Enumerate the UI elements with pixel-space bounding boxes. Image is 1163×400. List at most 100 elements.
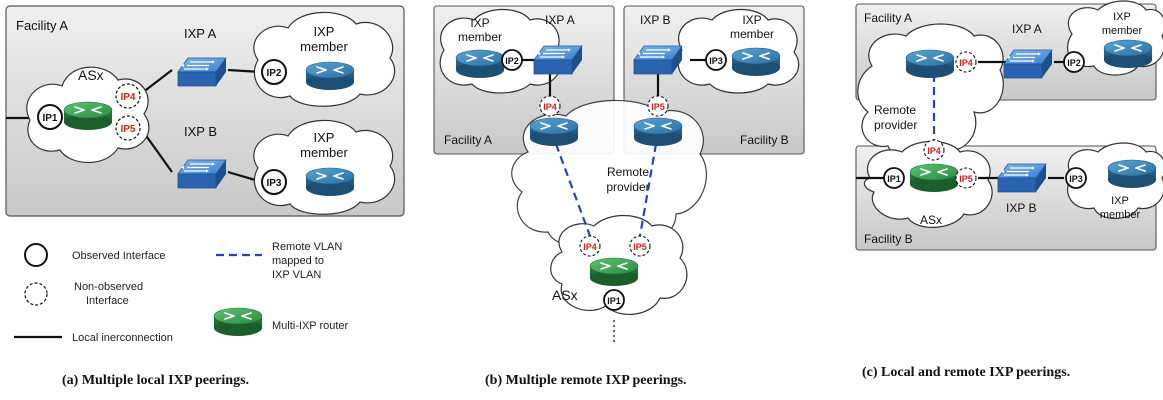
svg-text:IP5: IP5 <box>959 174 973 184</box>
ixp-member-label: member <box>300 39 348 54</box>
ixp-member-label: member <box>1102 25 1143 37</box>
ixp-member-cloud-icon <box>253 119 396 215</box>
non-observed-interface: IP4 <box>579 235 601 257</box>
ixp-member-label: IXP <box>1113 11 1131 23</box>
svg-text:IP2: IP2 <box>266 68 281 79</box>
ixp-member-label: member <box>300 145 348 160</box>
legend-remote-vlan: mapped to <box>272 255 324 267</box>
provider-label: provider <box>874 118 917 132</box>
ixp-member-label: member <box>730 27 774 41</box>
remote-label: Remote <box>874 103 916 117</box>
ixp-switch-icon <box>633 45 683 75</box>
caption-a: (a) Multiple local IXP peerings. <box>62 373 250 388</box>
ixp-member-label: member <box>1100 209 1141 221</box>
svg-text:IP3: IP3 <box>1069 174 1083 184</box>
ixp-a-label: IXP A <box>184 26 217 41</box>
observed-interface: IP1 <box>603 289 625 311</box>
svg-text:IP4: IP4 <box>120 92 135 103</box>
facility-b-label: Facility B <box>740 133 789 147</box>
svg-text:IP2: IP2 <box>505 56 519 66</box>
panel-c: Facility A Facility B Remote provider AS… <box>855 0 1163 251</box>
member-router-icon <box>305 61 355 91</box>
ixp-switch-icon <box>177 159 227 189</box>
ixp-switch-icon <box>1003 49 1053 79</box>
non-observed-interface: IP5 <box>629 235 651 257</box>
member-router-icon <box>731 47 781 77</box>
observed-interface: IP2 <box>501 49 523 71</box>
legend-multi-ixp: Multi-IXP router <box>272 320 349 332</box>
ixp-member-label: IXP <box>742 13 761 27</box>
facility-a-label: Facility A <box>864 11 912 25</box>
observed-interface: IP3 <box>705 49 727 71</box>
svg-text:IP4: IP4 <box>543 102 557 112</box>
asx-label: ASx <box>552 287 578 303</box>
provider-label: provider <box>606 180 649 194</box>
non-observed-interface: IP4 <box>923 139 945 161</box>
multi-ixp-router-icon <box>909 163 959 193</box>
panel-b: Facility A Facility B Remote provider AS… <box>433 5 805 345</box>
svg-text:IP4: IP4 <box>927 146 941 156</box>
non-observed-interface: IP4 <box>955 51 977 73</box>
ixp-switch-icon <box>533 45 583 75</box>
legend-multi-ixp-router-icon <box>213 307 263 337</box>
svg-text:IP4: IP4 <box>959 58 973 68</box>
non-observed-interface: IP5 <box>955 167 977 189</box>
observed-interface: IP3 <box>1065 167 1087 189</box>
non-observed-interface: IP5 <box>647 95 669 117</box>
legend-local: Local inerconnection <box>72 332 173 344</box>
svg-text:IP1: IP1 <box>607 296 621 306</box>
caption-c: (c) Local and remote IXP peerings. <box>862 365 1071 380</box>
observed-interface: IP1 <box>37 104 63 130</box>
member-router-icon <box>1107 159 1157 189</box>
legend-remote-vlan: IXP VLAN <box>272 269 321 281</box>
ixp-member-label: IXP <box>1111 195 1129 207</box>
legend-observed: Observed Interface <box>72 250 166 262</box>
facility-a-label: Facility A <box>444 133 492 147</box>
observed-interface: IP3 <box>261 169 287 195</box>
ixp-member-label: IXP <box>314 24 335 39</box>
ixp-a-label: IXP A <box>545 13 575 27</box>
observed-interface: IP1 <box>883 167 905 189</box>
remote-provider-cloud-icon <box>857 23 1004 162</box>
ixp-member-label: IXP <box>314 130 335 145</box>
member-router-icon <box>305 167 355 197</box>
ixp-b-label: IXP B <box>184 124 217 139</box>
svg-text:IP1: IP1 <box>42 113 57 124</box>
member-router-icon <box>455 49 505 79</box>
member-router-icon <box>1103 39 1153 69</box>
non-observed-interface: IP4 <box>115 83 141 109</box>
ixp-member-label: member <box>458 30 502 44</box>
legend-non-observed-icon <box>24 282 48 306</box>
legend-non-observed: Interface <box>86 295 129 307</box>
ixp-switch-icon <box>997 163 1047 193</box>
ixp-member-cloud-icon <box>253 11 396 107</box>
legend-remote-vlan: Remote VLAN <box>272 241 342 253</box>
panel-a: Facility A ASx IXP member IXP member IXP… <box>5 5 405 344</box>
svg-text:IP5: IP5 <box>120 124 135 135</box>
svg-text:IP1: IP1 <box>887 174 901 184</box>
non-observed-interface: IP5 <box>115 115 141 141</box>
legend: Observed Interface Non-observed Interfac… <box>14 241 349 344</box>
legend-non-observed: Non-observed <box>74 281 143 293</box>
observed-interface: IP2 <box>1063 51 1085 73</box>
svg-text:IP3: IP3 <box>266 178 281 189</box>
caption-b: (b) Multiple remote IXP peerings. <box>485 373 687 388</box>
provider-router-icon <box>633 117 683 147</box>
svg-text:IP4: IP4 <box>583 242 597 252</box>
asx-label: ASx <box>920 213 942 227</box>
svg-text:IP5: IP5 <box>633 242 647 252</box>
provider-router-icon <box>529 117 579 147</box>
non-observed-interface: IP4 <box>539 95 561 117</box>
multi-ixp-router-icon <box>63 101 113 131</box>
svg-text:IP5: IP5 <box>651 102 665 112</box>
remote-vlan-links <box>554 143 658 237</box>
ixp-switch-icon <box>177 57 227 87</box>
ixp-member-label: IXP <box>470 16 489 30</box>
ixp-a-label: IXP A <box>1012 22 1042 36</box>
observed-interface: IP2 <box>261 59 287 85</box>
legend-observed-icon <box>24 243 48 267</box>
facility-b-label: Facility B <box>864 232 913 246</box>
svg-text:IP3: IP3 <box>709 56 723 66</box>
provider-router-icon <box>905 49 955 79</box>
